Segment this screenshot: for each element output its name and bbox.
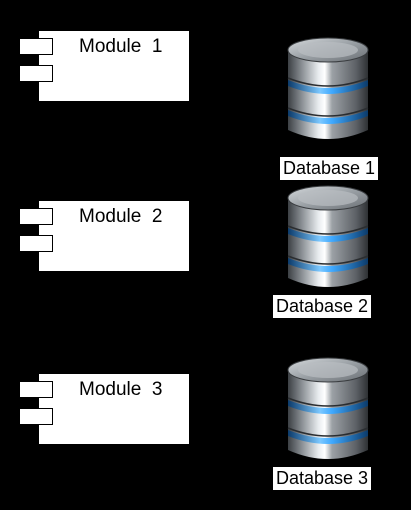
module-3-port-bottom: [19, 408, 53, 425]
module-1-component: Module 1: [19, 30, 190, 102]
module-2-label: Module 2: [79, 206, 163, 227]
module-2-component: Module 2: [19, 200, 190, 272]
module-1-label: Module 1: [79, 36, 163, 57]
database-2-label: Database 2: [273, 295, 372, 318]
module-2-port-top: [19, 208, 53, 225]
module-1-port-top: [19, 38, 53, 55]
database-3-icon: [283, 352, 373, 464]
database-1-label: Database 1: [280, 157, 379, 180]
module-3-label: Module 3: [79, 379, 163, 400]
database-1-icon: [283, 32, 373, 144]
module-1-port-bottom: [19, 65, 53, 82]
module-3-component: Module 3: [19, 373, 190, 445]
database-3-label: Database 3: [273, 467, 372, 490]
module-3-port-top: [19, 381, 53, 398]
database-2-icon: [283, 180, 373, 292]
module-2-port-bottom: [19, 235, 53, 252]
